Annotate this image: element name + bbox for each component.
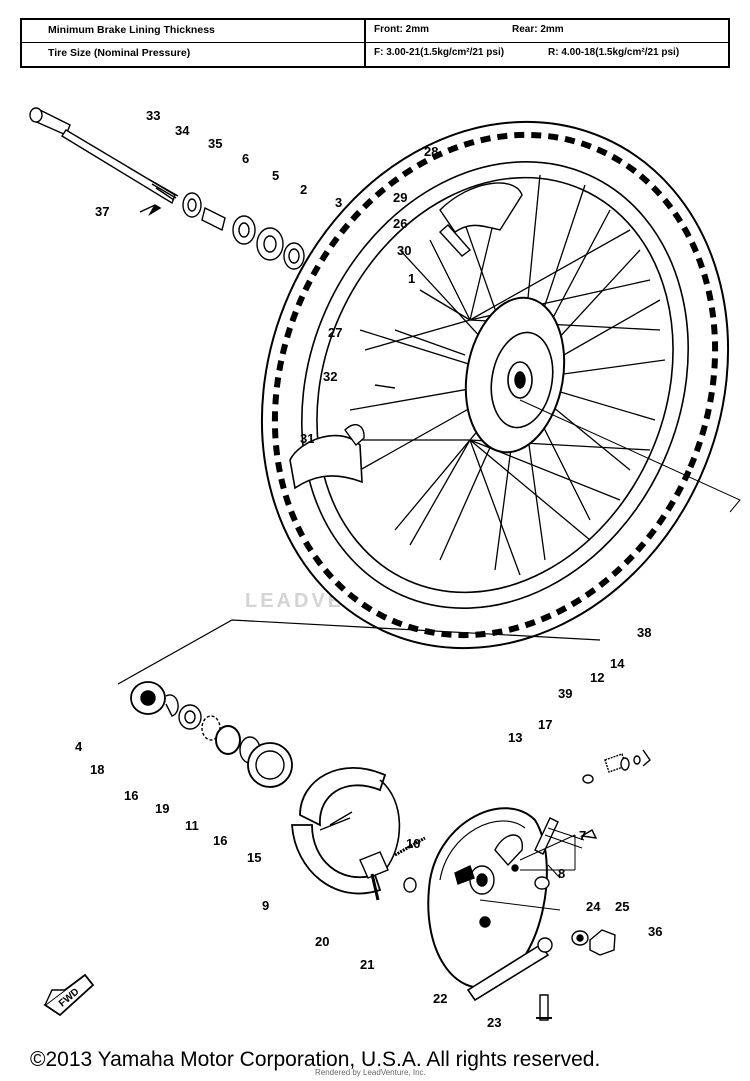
callout-15: 15 — [247, 850, 261, 865]
callout-2: 2 — [300, 182, 307, 197]
callout-36: 36 — [648, 924, 662, 939]
callout-4: 4 — [75, 739, 83, 754]
callout-9: 9 — [262, 898, 269, 913]
spec-table: Minimum Brake Lining Thickness Front: 2m… — [20, 18, 730, 68]
spec-rear-value: Rear: 2mm — [512, 24, 564, 35]
spec-front-value: F: 3.00-21(1.5kg/cm²/21 psi) — [374, 47, 505, 58]
fwd-arrow-icon: FWD — [43, 973, 95, 1017]
callout-14: 14 — [610, 656, 625, 671]
callout-13: 13 — [508, 730, 522, 745]
spec-label: Minimum Brake Lining Thickness — [48, 24, 215, 36]
section-line — [117, 619, 601, 685]
spec-rear-value: R: 4.00-18(1.5kg/cm²/21 psi) — [548, 47, 680, 58]
callout-31: 31 — [300, 431, 314, 446]
callout-labels: 33 34 35 6 5 2 3 37 28 29 26 30 1 27 32 … — [75, 108, 662, 1030]
spec-front-value: Front: 2mm — [374, 24, 429, 35]
rendered-by-text: Rendered by LeadVenture, Inc. — [315, 1068, 426, 1077]
callout-12: 12 — [590, 670, 604, 685]
callout-1: 1 — [408, 271, 415, 286]
callout-24: 24 — [586, 899, 601, 914]
spec-row-brake-lining: Minimum Brake Lining Thickness Front: 2m… — [22, 20, 728, 43]
callout-33: 33 — [146, 108, 160, 123]
wheel-exploded-diagram: FWD 33 34 35 6 5 2 3 37 28 29 26 30 1 27… — [29, 107, 741, 1030]
spec-label: Tire Size (Nominal Pressure) — [48, 47, 191, 59]
callout-19: 19 — [155, 801, 169, 816]
brake-parts — [130, 681, 651, 1021]
callout-22: 22 — [433, 991, 447, 1006]
callout-29: 29 — [393, 190, 407, 205]
callout-37: 37 — [95, 204, 109, 219]
spec-divider — [364, 20, 366, 66]
callout-26: 26 — [393, 216, 407, 231]
callout-32: 32 — [323, 369, 337, 384]
copyright-footer: ©2013 Yamaha Motor Corporation, U.S.A. A… — [30, 1048, 601, 1071]
callout-3: 3 — [335, 195, 342, 210]
callout-23: 23 — [487, 1015, 501, 1030]
callout-8: 8 — [558, 866, 565, 881]
callout-6: 6 — [242, 151, 249, 166]
callout-34: 34 — [175, 123, 190, 138]
callout-16b: 16 — [213, 833, 227, 848]
callout-20: 20 — [315, 934, 329, 949]
callout-16: 16 — [124, 788, 138, 803]
callout-10: 10 — [406, 836, 420, 851]
callout-39: 39 — [558, 686, 572, 701]
spec-row-tire-size: Tire Size (Nominal Pressure) F: 3.00-21(… — [22, 43, 728, 66]
callout-25: 25 — [615, 899, 629, 914]
callout-11: 11 — [185, 818, 199, 833]
axle-parts — [29, 107, 471, 361]
callout-27: 27 — [328, 325, 342, 340]
callout-35: 35 — [208, 136, 222, 151]
callout-21: 21 — [360, 957, 374, 972]
callout-7: 7 — [579, 828, 586, 843]
callout-30: 30 — [397, 243, 411, 258]
callout-17: 17 — [538, 717, 552, 732]
callout-38: 38 — [637, 625, 651, 640]
callout-18: 18 — [90, 762, 104, 777]
wheel-assembly — [260, 120, 741, 650]
callout-28: 28 — [424, 144, 438, 159]
callout-5: 5 — [272, 168, 279, 183]
